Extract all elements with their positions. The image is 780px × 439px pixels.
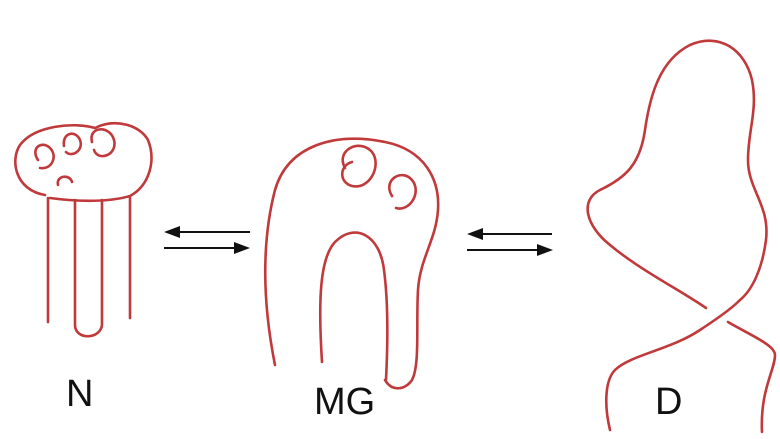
denatured-coil (588, 41, 767, 430)
equilibrium-arrows-n-mg (164, 226, 250, 254)
native-state-label: N (66, 375, 93, 413)
equilibrium-arrows-mg-d (467, 228, 553, 256)
forward-arrowhead-n-mg (234, 242, 250, 254)
denatured-state-label: D (655, 383, 682, 421)
denatured-tail (728, 322, 775, 432)
molten-globule-loop-2 (389, 175, 415, 208)
forward-arrowhead-mg-d (537, 244, 553, 256)
native-state-chain (15, 123, 151, 336)
molten-globule-outline (265, 139, 438, 388)
reverse-arrowhead-n-mg (164, 226, 180, 238)
reverse-arrowhead-mg-d (467, 228, 483, 240)
denatured-chain (588, 41, 775, 432)
molten-globule-loop-1 (342, 146, 375, 187)
native-hairpin (75, 200, 102, 336)
molten-globule-chain (265, 139, 438, 388)
native-helix-bundle (15, 123, 151, 200)
molten-globule-label: MG (314, 383, 375, 421)
